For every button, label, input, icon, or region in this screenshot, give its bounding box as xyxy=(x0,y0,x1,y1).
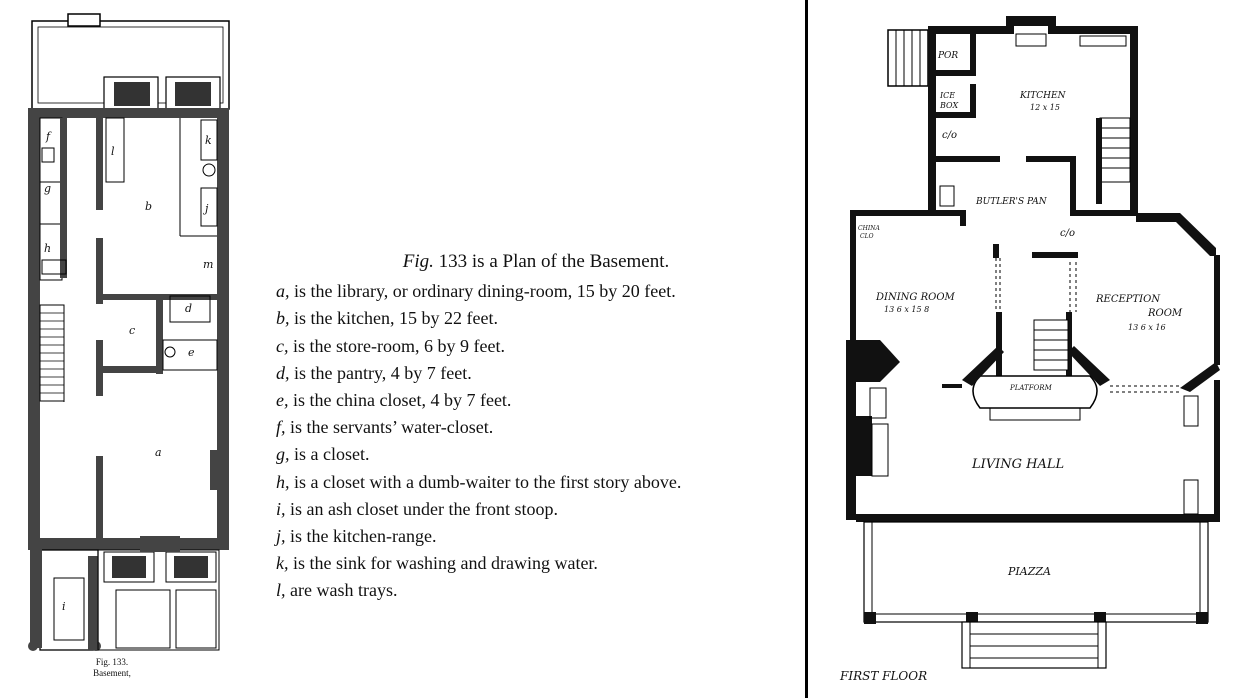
legend-key: a, xyxy=(276,281,290,302)
label-butlers-pan: BUTLER'S PAN xyxy=(975,197,1048,207)
legend-key: e, xyxy=(276,390,289,411)
legend-row: h, is a closet with a dumb-waiter to the… xyxy=(276,469,796,496)
label-reception: RECEPTION xyxy=(1095,294,1161,305)
legend-key: f, xyxy=(276,417,286,438)
label-closet-kitchen: c/o xyxy=(942,130,957,141)
legend-text: is the library, or ordinary dining-room,… xyxy=(289,281,676,302)
legend-text: is the kitchen-range. xyxy=(285,526,437,547)
room-label-e: e xyxy=(188,346,195,359)
basement-legend: Fig. 133 is a Plan of the Basement. a, i… xyxy=(276,248,796,605)
legend-row: d, is the pantry, 4 by 7 feet. xyxy=(276,360,796,387)
legend-text: is an ash closet under the front stoop. xyxy=(285,498,558,519)
legend-row: b, is the kitchen, 15 by 22 feet. xyxy=(276,305,796,332)
label-ice: ICE xyxy=(939,91,955,100)
label-piazza: PIAZZA xyxy=(1007,565,1051,578)
legend-text: is the kitchen, 15 by 22 feet. xyxy=(289,308,498,329)
legend-row: c, is the store-room, 6 by 9 feet. xyxy=(276,333,796,360)
room-label-h: h xyxy=(44,242,51,255)
porch-steps xyxy=(887,29,929,87)
label-por: POR xyxy=(937,51,958,61)
exterior-wall-bottom xyxy=(28,538,229,550)
room-label-j: j xyxy=(202,202,209,215)
exterior-wall-right xyxy=(217,108,229,548)
label-china: CHINA xyxy=(858,225,880,232)
legend-text: is the pantry, 4 by 7 feet. xyxy=(289,362,472,383)
legend-row: j, is the kitchen-range. xyxy=(276,523,796,550)
room-label-k: k xyxy=(205,134,212,147)
caption-fig: Fig. 133. xyxy=(95,657,129,667)
room-label-b: b xyxy=(145,200,152,213)
basement-plan: a b c d e f g h i j k l m xyxy=(28,13,230,651)
legend-key: d, xyxy=(276,362,290,383)
legend-key: h, xyxy=(276,471,290,492)
label-reception-dim: 13 6 x 16 xyxy=(1128,323,1166,332)
label-dining-dim: 13 6 x 15 8 xyxy=(884,305,929,314)
room-label-d: d xyxy=(185,302,192,315)
exterior-wall-top xyxy=(28,108,229,118)
legend-row: l, are wash trays. xyxy=(276,577,796,604)
platform-outline xyxy=(972,375,1098,409)
legend-text: is the china closet, 4 by 7 feet. xyxy=(288,390,512,411)
label-kitchen: KITCHEN xyxy=(1019,91,1067,101)
label-first-floor: FIRST FLOOR xyxy=(839,669,927,683)
panel-divider xyxy=(805,0,808,698)
legend-key: g, xyxy=(276,444,290,465)
legend-key: l, xyxy=(276,580,286,601)
legend-title-fig: Fig. xyxy=(402,251,434,272)
legend-row: f, is the servants’ water-closet. xyxy=(276,414,796,441)
legend-key: c, xyxy=(276,335,289,356)
first-floor-plan: POR KITCHEN 12 x 15 ICE BOX c/o BUTLER'S… xyxy=(839,16,1220,683)
back-stairs xyxy=(1099,117,1131,183)
label-platform: PLATFORM xyxy=(1009,384,1053,392)
label-kitchen-dim: 12 x 15 xyxy=(1030,103,1060,112)
legend-row: k, is the sink for washing and drawing w… xyxy=(276,550,796,577)
legend-key: j, xyxy=(276,526,286,547)
legend-text: is the sink for washing and drawing wate… xyxy=(288,553,598,574)
kitchen-range-j xyxy=(200,187,218,227)
legend-row: a, is the library, or ordinary dining-ro… xyxy=(276,278,796,305)
legend-text: is the store-room, 6 by 9 feet. xyxy=(288,335,505,356)
label-clo: CLO xyxy=(860,233,874,240)
label-reception-room: ROOM xyxy=(1147,308,1183,319)
room-label-m: m xyxy=(203,258,213,271)
room-label-c: c xyxy=(129,324,135,337)
room-label-a: a xyxy=(155,446,162,459)
legend-text: are wash trays. xyxy=(285,580,398,601)
caption-name: Basement, xyxy=(93,668,131,678)
legend-text: is a closet. xyxy=(289,444,370,465)
legend-row: g, is a closet. xyxy=(276,441,796,468)
room-label-l: l xyxy=(111,145,115,158)
first-floor-panel: POR KITCHEN 12 x 15 ICE BOX c/o BUTLER'S… xyxy=(808,0,1249,698)
room-label-i: i xyxy=(62,600,66,613)
legend-key: i, xyxy=(276,498,286,519)
sink-k xyxy=(200,119,218,161)
legend-key: k, xyxy=(276,553,289,574)
legend-text: is the servants’ water-closet. xyxy=(285,417,494,438)
label-living-hall: LIVING HALL xyxy=(971,457,1064,472)
label-dining-room: DINING ROOM xyxy=(875,292,956,303)
basement-panel: a b c d e f g h i j k l m Fig. 133. Base… xyxy=(28,13,796,679)
basement-caption: Fig. 133. Basement, xyxy=(72,657,152,679)
label-box: BOX xyxy=(939,101,958,110)
main-stairs xyxy=(1033,319,1069,371)
legend-row: i, is an ash closet under the front stoo… xyxy=(276,496,796,523)
legend-key: b, xyxy=(276,308,290,329)
label-closet-hall: c/o xyxy=(1060,228,1075,239)
legend-title: Fig. 133 is a Plan of the Basement. xyxy=(276,248,796,275)
front-steps xyxy=(961,621,1107,669)
room-label-g: g xyxy=(44,182,51,195)
legend-title-text: 133 is a Plan of the Basement. xyxy=(433,251,670,272)
legend-text: is a closet with a dumb-waiter to the fi… xyxy=(289,471,682,492)
room-label-f: f xyxy=(45,130,52,143)
chimney-cap xyxy=(67,13,101,27)
legend-row: e, is the china closet, 4 by 7 feet. xyxy=(276,387,796,414)
exterior-wall-left xyxy=(28,108,40,548)
